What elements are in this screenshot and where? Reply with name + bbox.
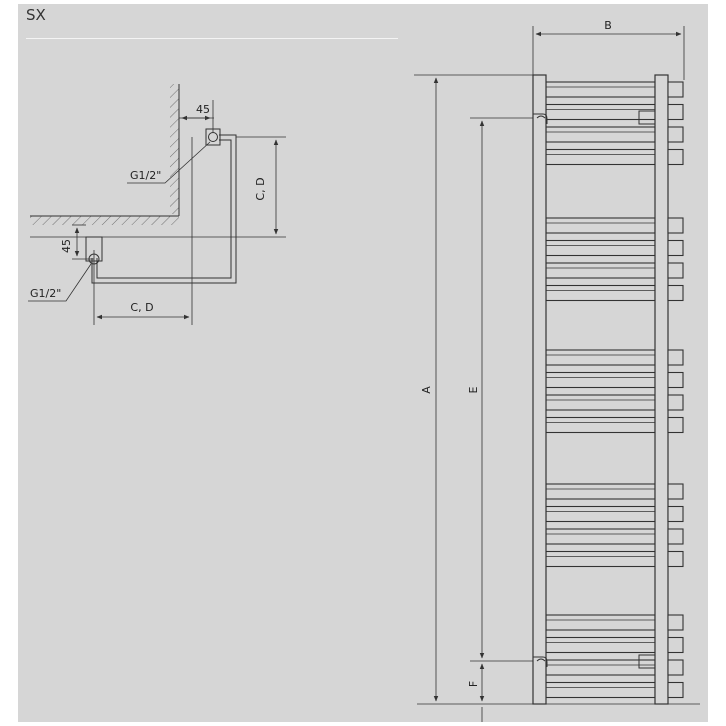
end-cap xyxy=(667,371,684,389)
label-f: F xyxy=(467,681,480,687)
leader-g-bottom xyxy=(28,263,92,302)
wall-horizontal-hatch xyxy=(30,216,179,225)
end-cap xyxy=(667,239,684,257)
crossbar xyxy=(545,126,656,143)
label-cd-vertical: C, D xyxy=(254,177,267,200)
end-cap xyxy=(667,681,684,699)
valve-top-circle xyxy=(208,132,218,142)
leader-g-top xyxy=(127,141,211,184)
end-caps xyxy=(667,81,684,699)
fitting-top-left xyxy=(533,113,548,124)
end-cap xyxy=(667,636,684,654)
crossbar xyxy=(545,636,656,654)
crossbar xyxy=(545,349,656,366)
crossbar xyxy=(545,217,656,234)
label-b: B xyxy=(604,19,612,32)
fitting-bottom-left xyxy=(533,656,548,667)
crossbar xyxy=(545,239,656,257)
crossbar xyxy=(545,284,656,302)
end-cap xyxy=(667,262,684,279)
title-divider xyxy=(26,38,398,39)
crossbar xyxy=(545,416,656,434)
end-cap xyxy=(667,416,684,434)
label-cd-horizontal: C, D xyxy=(130,301,153,314)
crossbars xyxy=(545,81,656,699)
end-cap xyxy=(667,550,684,568)
pipe-inner xyxy=(96,139,232,279)
crossbar xyxy=(545,505,656,523)
fitting-top-right xyxy=(638,110,656,125)
label-g-bottom: G1/2" xyxy=(30,287,61,300)
crossbar xyxy=(545,148,656,166)
end-cap xyxy=(667,148,684,166)
rail-left xyxy=(532,74,547,705)
crossbar xyxy=(545,614,656,631)
end-cap xyxy=(667,126,684,143)
end-cap xyxy=(667,483,684,500)
pipe-outer xyxy=(91,134,237,284)
label-g-top: G1/2" xyxy=(130,169,161,182)
end-cap xyxy=(667,659,684,676)
crossbar xyxy=(545,81,656,98)
label-45-side: 45 xyxy=(60,239,73,253)
end-cap xyxy=(667,349,684,366)
rail-right xyxy=(654,74,669,705)
crossbar xyxy=(545,483,656,500)
end-cap xyxy=(667,103,684,121)
end-cap xyxy=(667,614,684,631)
label-45-top: 45 xyxy=(196,103,210,116)
end-cap xyxy=(667,81,684,98)
crossbar xyxy=(545,550,656,568)
end-cap xyxy=(667,284,684,302)
crossbar xyxy=(545,371,656,389)
end-cap xyxy=(667,217,684,234)
wall-vertical-hatch xyxy=(170,84,179,214)
label-a: A xyxy=(420,386,433,394)
crossbar xyxy=(545,394,656,411)
radiator-elevation: A E F B xyxy=(414,19,700,722)
page-title: SX xyxy=(26,6,46,24)
connection-detail: 45 C, D 45 C, D G1/2" G1/2" xyxy=(28,84,286,325)
fitting-bottom-right xyxy=(638,654,656,669)
end-cap xyxy=(667,394,684,411)
end-cap xyxy=(667,505,684,523)
crossbar xyxy=(545,262,656,279)
end-cap xyxy=(667,528,684,545)
label-e: E xyxy=(467,386,480,393)
crossbar xyxy=(545,681,656,699)
crossbar xyxy=(545,528,656,545)
